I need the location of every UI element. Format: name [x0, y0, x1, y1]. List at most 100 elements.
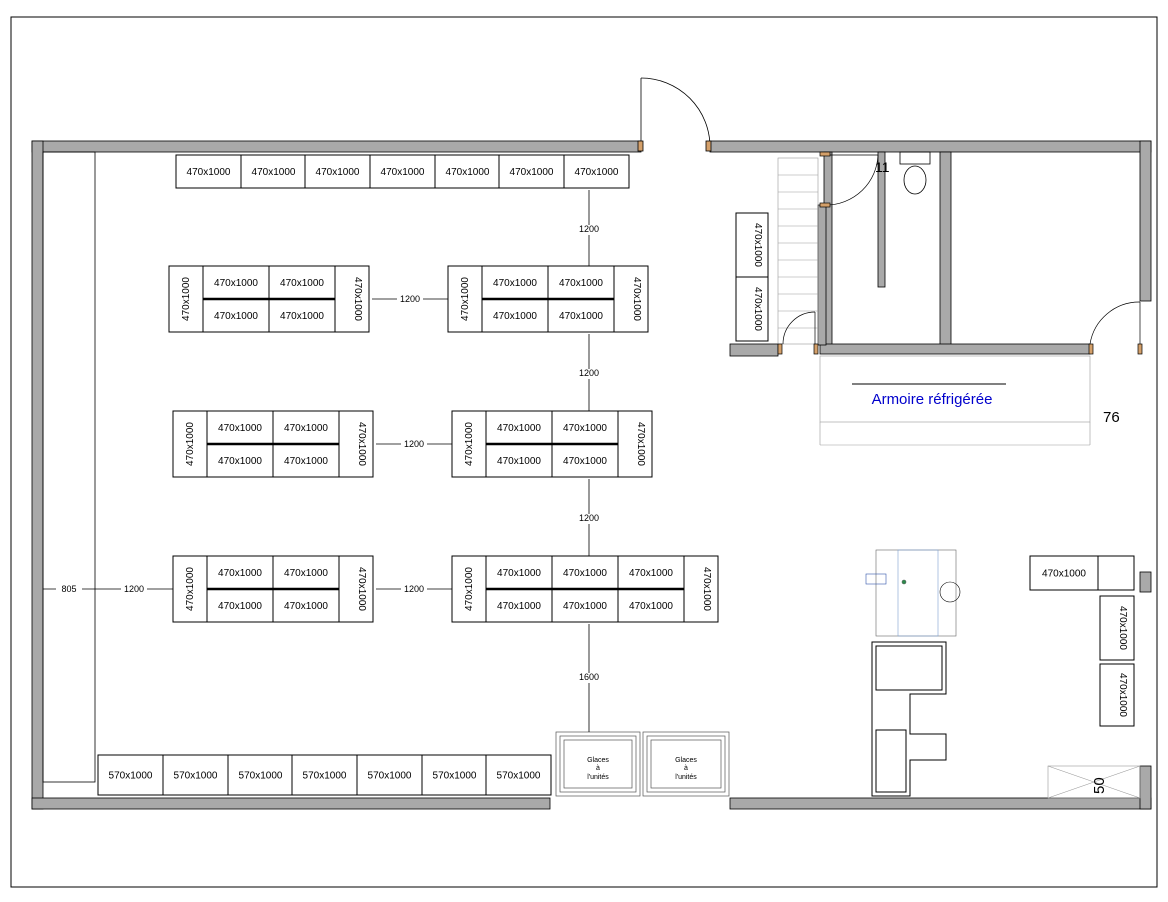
shelf-bottom-5: 570x1000 — [356, 754, 423, 796]
shelf-label: 470x1000 — [493, 311, 537, 322]
shelf-label: 470x1000 — [631, 277, 642, 321]
dimension-aisle-3: 1600 — [579, 672, 599, 682]
shelf-label: 470x1000 — [1117, 673, 1128, 717]
gondola-1-left-top-2: 470x1000 — [268, 265, 336, 300]
shelf-right-corner — [1097, 555, 1135, 591]
shelf-label: 470x1000 — [252, 167, 296, 178]
cash-register — [865, 549, 961, 637]
gondola-2-right-end-left: 470x1000 — [451, 410, 487, 478]
room-dimension-11: 11 — [875, 159, 890, 175]
dimension-805: 805 — [61, 584, 76, 594]
shelf-label: 470x1000 — [1117, 606, 1128, 650]
shelf-label: 470x1000 — [218, 423, 262, 434]
gondola-3-right-bottom-3: 470x1000 — [617, 588, 685, 623]
shelf-right-horizontal: 470x1000 — [1029, 555, 1099, 591]
gondola-2-right-bottom-1: 470x1000 — [485, 443, 553, 478]
gondola-3-left-bottom-2: 470x1000 — [272, 588, 340, 623]
gondola-3-left-bottom-1: 470x1000 — [206, 588, 274, 623]
shelf-label: 470x1000 — [464, 567, 475, 611]
shelf-label: 570x1000 — [497, 771, 541, 782]
shelf-label: 470x1000 — [575, 167, 619, 178]
gondola-3-right-top-2: 470x1000 — [551, 555, 619, 590]
gondola-1-right-bottom-2: 470x1000 — [547, 298, 615, 333]
shelf-label: 470x1000 — [356, 567, 367, 611]
shelf-label: 470x1000 — [446, 167, 490, 178]
shelf-label: 570x1000 — [303, 771, 347, 782]
shelf-label: 470x1000 — [497, 601, 541, 612]
gondola-1-right-top-1: 470x1000 — [481, 265, 549, 300]
gondola-2-left-top-2: 470x1000 — [272, 410, 340, 445]
entrance-door — [637, 77, 712, 152]
gondola-1-left-end-right: 470x1000 — [334, 265, 370, 333]
shelf-label: 470x1000 — [1042, 569, 1086, 580]
glaces-label-1-line2: à — [596, 765, 600, 772]
shelf-label: 470x1000 — [218, 601, 262, 612]
shelf-right-vertical-1: 470x1000 — [1099, 595, 1135, 661]
shelf-label: 470x1000 — [497, 456, 541, 467]
gondola-3-right-bottom-1: 470x1000 — [485, 588, 553, 623]
toilet — [899, 151, 931, 195]
ice-freezer-2 — [642, 731, 730, 797]
shelf-top-4: 470x1000 — [369, 154, 436, 189]
shelf-label: 470x1000 — [497, 423, 541, 434]
glaces-label-2-line3: l'unités — [675, 774, 697, 781]
shelf-top-1: 470x1000 — [175, 154, 242, 189]
dimension-cross-3: 1200 — [404, 584, 424, 594]
gondola-3-right-top-1: 470x1000 — [485, 555, 553, 590]
shelf-label: 470x1000 — [356, 422, 367, 466]
shelf-label: 470x1000 — [218, 456, 262, 467]
shelf-label: 470x1000 — [510, 167, 554, 178]
gondola-1-right-top-2: 470x1000 — [547, 265, 615, 300]
shelf-label: 570x1000 — [433, 771, 477, 782]
left-counter — [42, 151, 96, 783]
dimension-cross-2: 1200 — [404, 439, 424, 449]
glaces-label-1-line1: Glaces — [587, 757, 609, 764]
gondola-1-left-bottom-1: 470x1000 — [202, 298, 270, 333]
stairs — [777, 157, 819, 345]
gondola-1-left-end-left: 470x1000 — [168, 265, 204, 333]
shelf-label: 470x1000 — [464, 422, 475, 466]
gondola-1-right-end-left: 470x1000 — [447, 265, 483, 333]
shelf-top-2: 470x1000 — [240, 154, 307, 189]
shelf-label: 470x1000 — [352, 277, 363, 321]
shelf-label: 470x1000 — [185, 422, 196, 466]
glaces-label-1-line3: l'unités — [587, 774, 609, 781]
shelf-label: 470x1000 — [214, 278, 258, 289]
corner-box — [1047, 765, 1141, 799]
shelf-top-7: 470x1000 — [563, 154, 630, 189]
gondola-3-right-top-3: 470x1000 — [617, 555, 685, 590]
shelf-label: 470x1000 — [497, 568, 541, 579]
gondola-2-right-top-1: 470x1000 — [485, 410, 553, 445]
ice-freezer-1 — [555, 731, 641, 797]
shelf-label: 470x1000 — [635, 422, 646, 466]
inner-doors — [777, 151, 1143, 355]
shelf-bottom-7: 570x1000 — [485, 754, 552, 796]
shelf-label: 470x1000 — [752, 223, 763, 267]
gondola-1-left-bottom-2: 470x1000 — [268, 298, 336, 333]
dimension-aisle-2: 1200 — [579, 513, 599, 523]
gondola-2-right-bottom-2: 470x1000 — [551, 443, 619, 478]
gondola-3-left-end-right: 470x1000 — [338, 555, 374, 623]
shelf-bottom-1: 570x1000 — [97, 754, 164, 796]
gondola-3-left-top-1: 470x1000 — [206, 555, 274, 590]
shelf-label: 470x1000 — [629, 568, 673, 579]
gondola-2-right-top-2: 470x1000 — [551, 410, 619, 445]
shelf-label: 470x1000 — [752, 287, 763, 331]
shelf-label: 470x1000 — [181, 277, 192, 321]
shelf-label: 470x1000 — [563, 423, 607, 434]
shelf-label: 470x1000 — [563, 456, 607, 467]
fridge-dimension-76: 76 — [1103, 409, 1120, 426]
shelf-label: 470x1000 — [563, 568, 607, 579]
shelf-label: 470x1000 — [629, 601, 673, 612]
gondola-1-right-bottom-1: 470x1000 — [481, 298, 549, 333]
shelf-label: 470x1000 — [280, 311, 324, 322]
shelf-label: 470x1000 — [187, 167, 231, 178]
gondola-1-left-top-1: 470x1000 — [202, 265, 270, 300]
gondola-2-left-end-right: 470x1000 — [338, 410, 374, 478]
gondola-3-left-top-2: 470x1000 — [272, 555, 340, 590]
shelf-top-5: 470x1000 — [434, 154, 501, 189]
dimension-top-aisle: 1200 — [579, 224, 599, 234]
shelf-bottom-4: 570x1000 — [291, 754, 358, 796]
shelf-label: 470x1000 — [316, 167, 360, 178]
shelf-label: 470x1000 — [563, 601, 607, 612]
